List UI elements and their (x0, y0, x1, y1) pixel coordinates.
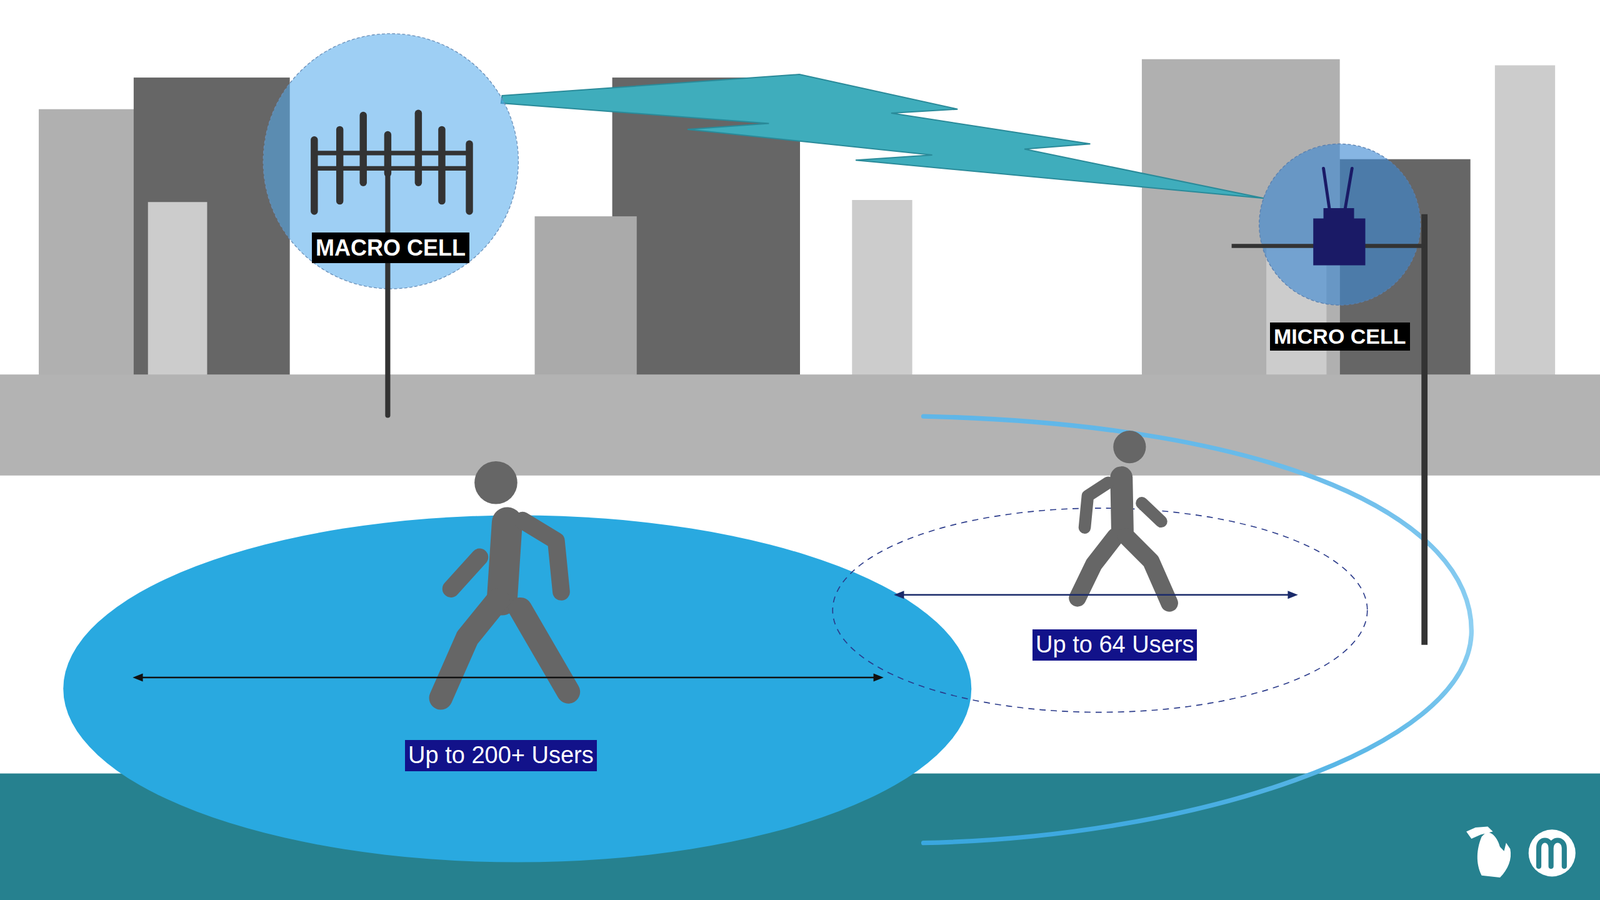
building (1495, 65, 1555, 375)
road-band (0, 374, 1600, 476)
micro-cell-circle: MICRO CELL (1259, 143, 1421, 305)
coverage-swoosh (923, 416, 1472, 843)
building (133, 77, 290, 376)
node-shape (1259, 143, 1421, 305)
logo (1466, 826, 1576, 878)
node-label: Up to 200+ Users (405, 740, 597, 772)
node-shape (63, 515, 972, 863)
node-label: Up to 64 Users (1032, 629, 1197, 661)
micro-coverage-ellipse: Up to 64 Users (832, 508, 1368, 712)
macro-coverage-ellipse: Up to 200+ Users (63, 515, 972, 863)
wireless-link (501, 74, 1264, 199)
node-label: MICRO CELL (1270, 322, 1410, 351)
lightning-bolt (501, 74, 1264, 199)
node-label: MACRO CELL (311, 232, 470, 264)
micro-pole (1421, 214, 1428, 645)
macro-cell-circle: MACRO CELL (263, 33, 519, 289)
building (851, 200, 912, 376)
building (148, 201, 208, 376)
building (535, 216, 637, 376)
node-shape (832, 508, 1368, 712)
